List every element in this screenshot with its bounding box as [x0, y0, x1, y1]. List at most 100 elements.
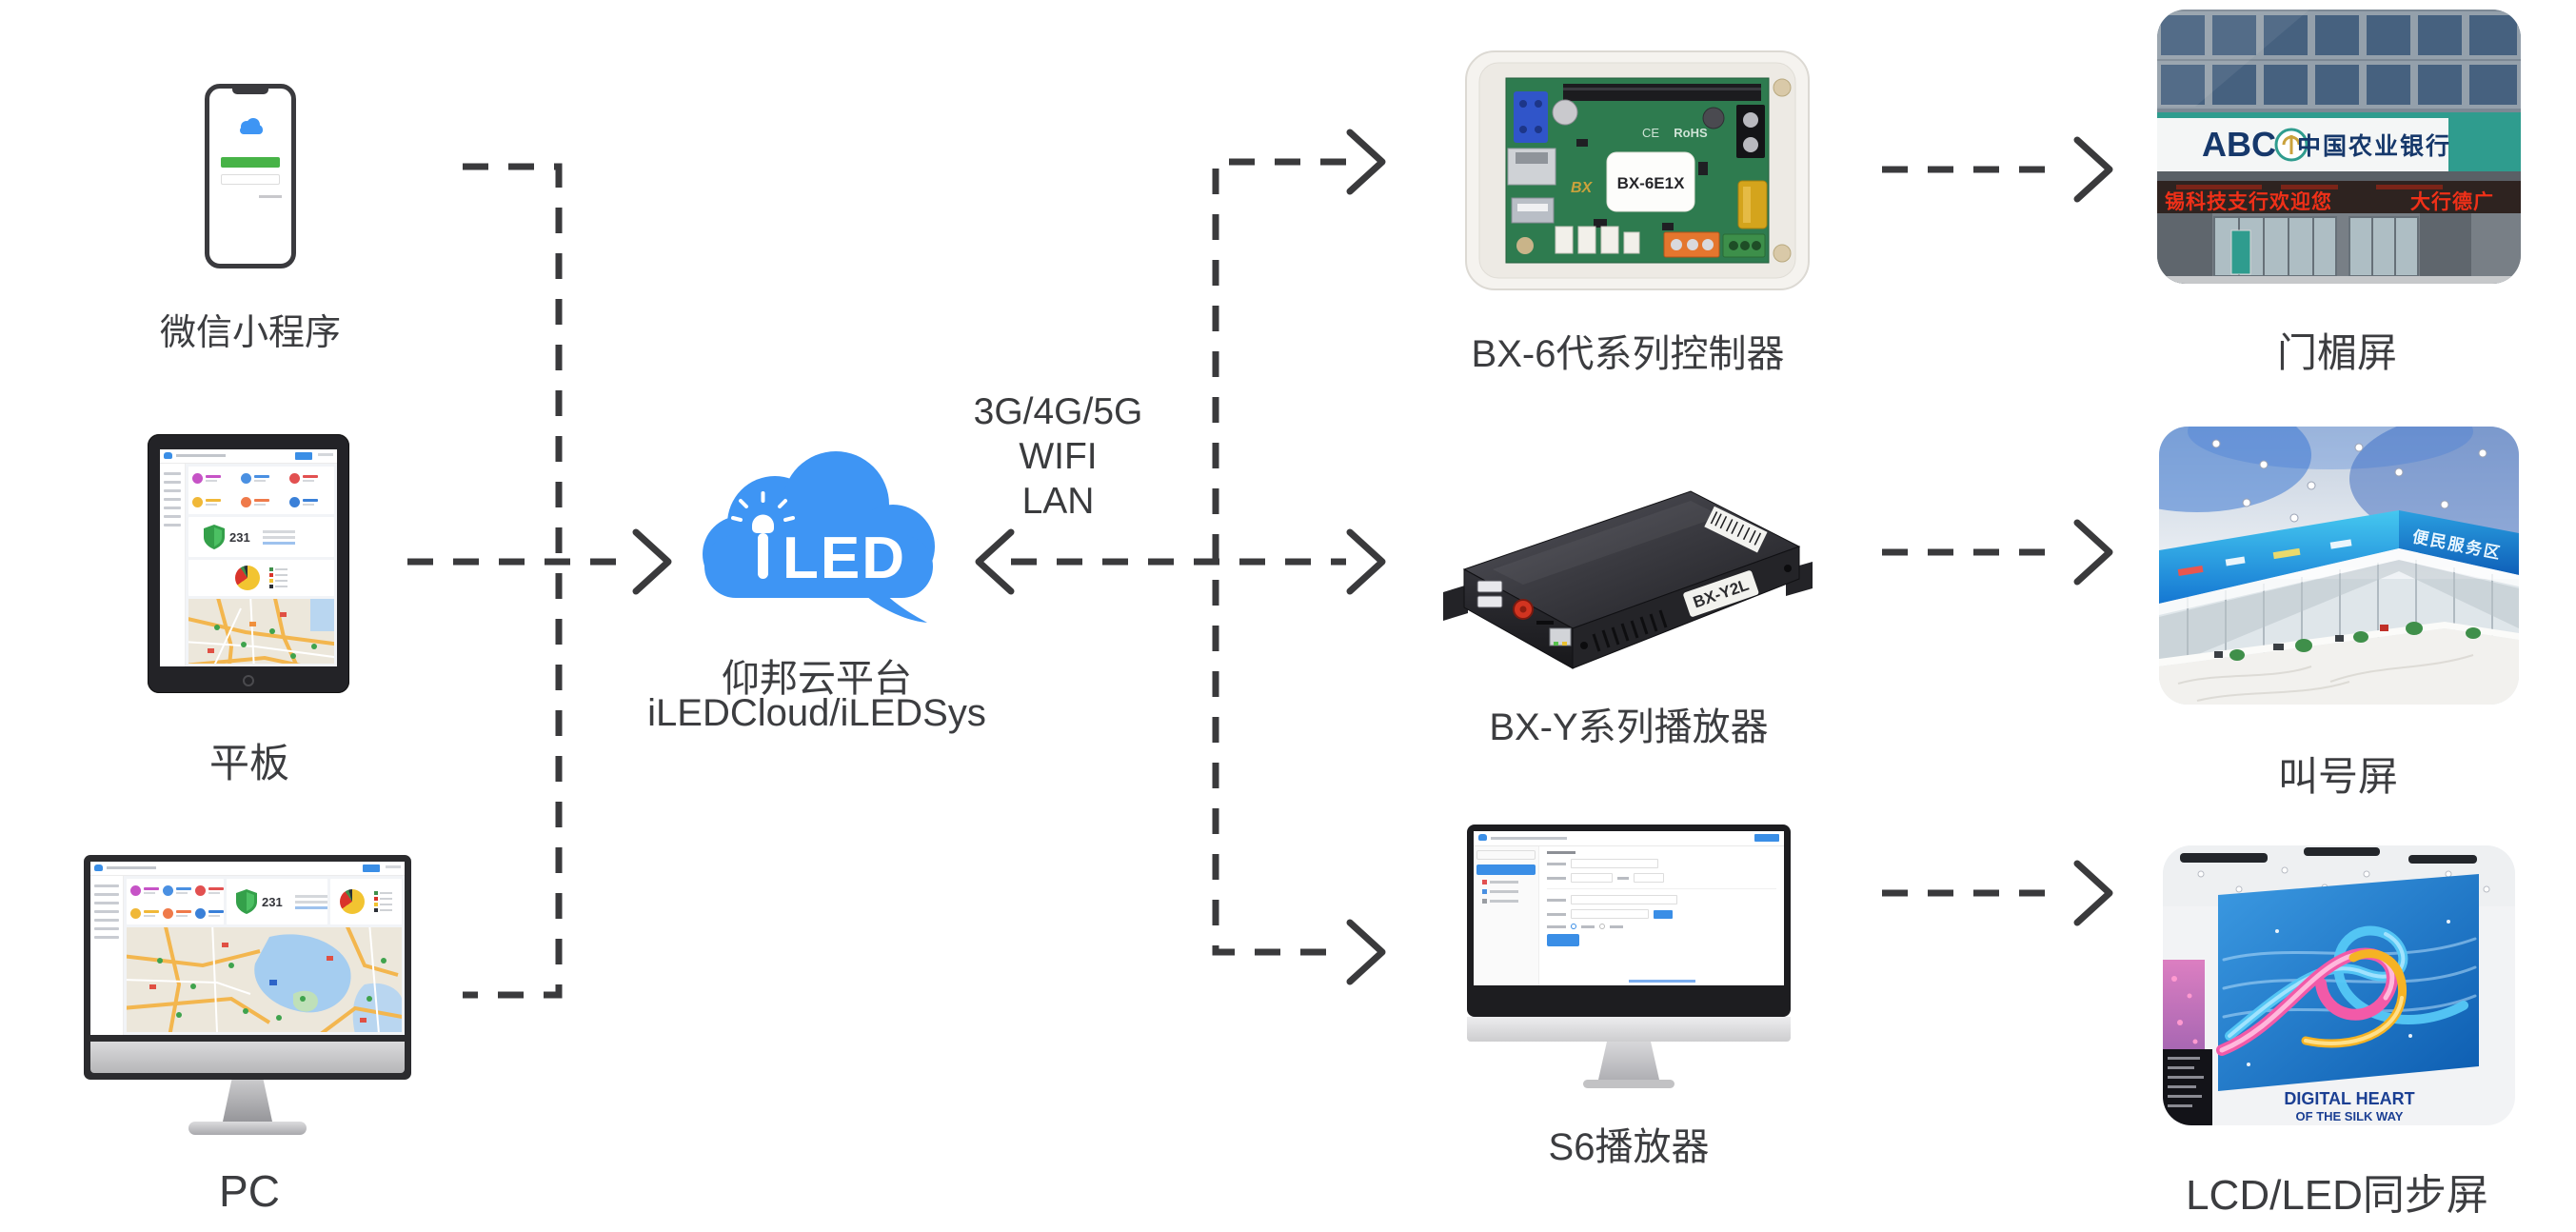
- s6-caption: S6播放器: [1548, 1126, 1710, 1168]
- monitor-stand-base: [188, 1122, 307, 1135]
- arrowhead-to-bxy-icon: [1346, 528, 1386, 595]
- register-link-placeholder: [259, 195, 282, 198]
- settings-form: [1539, 846, 1784, 985]
- door-screen-photo: ABC 中国农业银行 锡科技支行欢迎您 大行德广: [2157, 10, 2521, 284]
- blue-terminal-block: [1514, 91, 1548, 143]
- header-icons: [318, 453, 333, 456]
- pc-caption: PC: [219, 1166, 280, 1216]
- monitor-stand-neck: [223, 1080, 272, 1122]
- device-count-value: 231: [229, 529, 250, 545]
- account-login-button: [221, 174, 280, 185]
- bxy-caption: BX-Y系列播放器: [1489, 706, 1769, 748]
- logo-led-text: LED: [783, 526, 906, 591]
- status-pie-chart: [235, 566, 260, 590]
- cloud-logo-dot-icon: [1478, 834, 1487, 841]
- footer-link: [1628, 980, 1695, 983]
- led-strip-right: [2399, 510, 2519, 575]
- screw: [1552, 99, 1578, 126]
- led-banner-text-2: 大行德广: [2410, 190, 2494, 213]
- ceiling-spotlights: [2211, 439, 2487, 523]
- led-banner-text-1: 锡科技支行欢迎您: [2165, 190, 2332, 213]
- sd-slot: [1536, 621, 1554, 625]
- arrowhead-to-door-icon: [2073, 136, 2113, 203]
- active-menu-item: [1476, 864, 1536, 875]
- door-screen-caption: 门楣屏: [2276, 330, 2398, 375]
- settings-sidebar: [1474, 846, 1539, 985]
- cloud-caption-cn: 仰邦云平台: [722, 658, 912, 700]
- cloud-logo-dot-icon: [94, 864, 103, 871]
- tablet-dashboard-screen: 231: [160, 449, 337, 666]
- arrowhead-back-to-cloud-icon: [975, 528, 1015, 595]
- pie-legend: [373, 891, 392, 912]
- fuse: [1737, 180, 1768, 229]
- rohs-mark: RoHS: [1674, 126, 1708, 140]
- plants: [2229, 622, 2481, 661]
- arrowhead-to-s6-icon: [1346, 919, 1386, 985]
- mini-cloud-logo-icon: [240, 118, 263, 134]
- security-shield-icon: [204, 525, 225, 549]
- queue-screen-photo: 便民服务区: [2159, 427, 2519, 705]
- pin-header: [1563, 84, 1761, 101]
- arrowhead-to-queue-icon: [2073, 519, 2113, 586]
- header-button: [363, 864, 380, 872]
- monitor-chin: [1467, 1017, 1791, 1042]
- model-label-text: BX-6E1X: [1617, 174, 1686, 192]
- bx-gold-logo: BX: [1571, 180, 1594, 196]
- jst-connectors: [1555, 226, 1640, 254]
- bx6-controller-device: CE RoHS BX BX-6E1X: [1464, 50, 1811, 291]
- monitor-stand-neck: [1598, 1042, 1659, 1080]
- save-settings-button: [1547, 934, 1579, 946]
- wechat-phone-device: [205, 84, 296, 268]
- security-shield-icon: [236, 889, 257, 914]
- wall-slogan-line-2: OF THE SILK WAY: [2296, 1109, 2404, 1123]
- s6-monitor-frame: [1467, 825, 1791, 1017]
- barcode-sticker: [1704, 506, 1768, 553]
- model-label: [1606, 151, 1695, 212]
- vent-slots: [1592, 609, 1668, 652]
- cloud-caption-en: iLEDCloud/iLEDSys: [647, 692, 986, 734]
- status-pie-chart: [339, 889, 365, 914]
- queue-screen-caption: 叫号屏: [2277, 754, 2399, 799]
- connector-left-devices-trunk: [463, 163, 563, 999]
- wall-slogan-line-1: DIGITAL HEART: [2284, 1089, 2414, 1108]
- pie-legend: [269, 567, 287, 588]
- sidebar-menu: [90, 876, 124, 1035]
- marble-counter: [2159, 628, 2519, 705]
- header-button: [1754, 834, 1779, 842]
- browse-button: [1654, 909, 1673, 919]
- bx6-caption: BX-6代系列控制器: [1471, 333, 1785, 375]
- usb-port-2: [1476, 595, 1503, 608]
- led-wall-photo: DIGITAL HEART OF THE SILK WAY: [2163, 845, 2515, 1125]
- device-map: [188, 599, 334, 664]
- cloud-logo-dot-icon: [164, 452, 172, 459]
- device-count-value: 231: [262, 894, 283, 909]
- pc-monitor-frame: 231: [84, 855, 411, 1080]
- bank-sign-name-text: 中国农业银行: [2297, 133, 2451, 160]
- network-line-3: LAN: [1021, 481, 1095, 522]
- logo-i-with-led-lamp-icon: [752, 514, 774, 579]
- capacitor: [1702, 107, 1725, 129]
- ce-mark: CE: [1642, 126, 1659, 140]
- bxy-player-device: BX-Y2L: [1436, 478, 1816, 673]
- stat-grid: [127, 879, 224, 924]
- tablet-device: 231: [148, 434, 349, 693]
- stat-grid: [188, 467, 334, 514]
- tablet-home-button: [243, 675, 254, 686]
- connector-right-trunk: [1212, 158, 1346, 956]
- pc-dashboard-screen: 231: [90, 862, 405, 1035]
- arrowhead-to-wall-icon: [2073, 860, 2113, 926]
- mount-flange-left: [1443, 585, 1468, 621]
- usb-port-1: [1476, 580, 1503, 593]
- led-wall-caption: LCD/LED同步屏: [2186, 1172, 2488, 1219]
- s6-settings-screen: [1474, 831, 1784, 985]
- network-line-1: 3G/4G/5G: [973, 391, 1143, 432]
- lan-port: [1549, 627, 1572, 646]
- monitor-stand-base: [1583, 1080, 1674, 1088]
- arrowhead-to-bx6-icon: [1346, 129, 1386, 195]
- network-line-2: WIFI: [1019, 436, 1098, 477]
- led-rays-icon: [731, 491, 795, 522]
- monitor-chin: [90, 1042, 405, 1073]
- wechat-login-button: [221, 157, 280, 168]
